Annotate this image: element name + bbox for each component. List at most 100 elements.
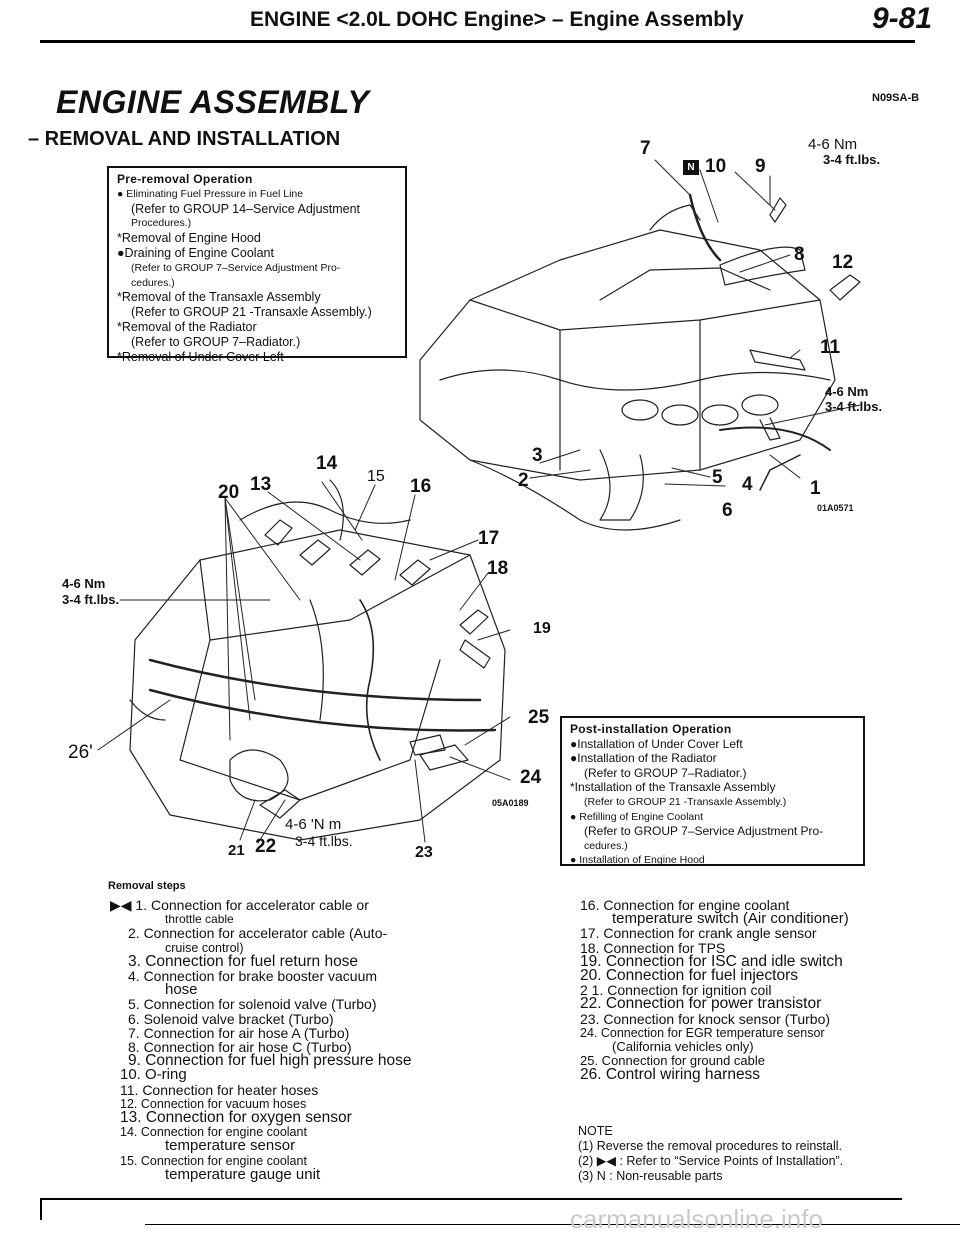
removal-step: 9. Connection for fuel high pressure hos…	[128, 1052, 412, 1070]
section-code: N09SA-B	[872, 92, 920, 104]
torque-bottom-ftlbs: 3-4 ft.lbs.	[295, 833, 353, 849]
pre-removal-line: cedures.)	[131, 276, 175, 289]
removal-steps-left: ▶◀ 1. Connection for accelerator cable o…	[110, 898, 540, 1182]
post-installation-line: ●Installation of Under Cover Left	[570, 736, 743, 751]
pre-removal-line: *Removal of Under Cover Left	[117, 349, 284, 364]
callout-20: 20	[218, 482, 240, 503]
callout-6: 6	[722, 500, 733, 521]
torque-left-ftlbs: 3-4 ft.lbs.	[62, 592, 120, 607]
callout-19: 19	[533, 620, 551, 637]
removal-step: 13. Connection for oxygen sensor	[120, 1109, 352, 1127]
torque-right-nm: 4-6 Nm	[825, 384, 869, 399]
torque-top-nm: 4-6 Nm	[808, 136, 858, 153]
callout-24: 24	[520, 767, 542, 788]
removal-step: 3. Connection for fuel return hose	[128, 952, 359, 970]
note-line: (1) Reverse the removal procedures to re…	[578, 1139, 843, 1153]
callout-18: 18	[487, 558, 509, 579]
removal-step: 2 1. Connection for ignition coil	[580, 982, 772, 999]
removal-steps-right: 16. Connection for engine coolant temper…	[580, 898, 920, 1083]
pre-removal-heading: Pre-removal Operation	[117, 172, 253, 186]
removal-step: 2. Connection for accelerator cable (Aut…	[128, 925, 388, 942]
removal-step: 20. Connection for fuel injectors	[580, 967, 798, 985]
removal-step: 14. Connection for engine coolant	[120, 1125, 307, 1140]
removal-step: 7. Connection for air hose A (Turbo)	[128, 1024, 350, 1041]
bottom-leader-lines	[97, 481, 511, 844]
callout-11: 11	[820, 337, 841, 358]
removal-step: 18. Connection for TPS	[580, 939, 726, 956]
post-installation-line: ● Refilling of Engine Coolant	[570, 810, 704, 823]
removal-step: 8. Connection for air hose C (Turbo)	[128, 1039, 352, 1056]
note: NOTE (1) Reverse the removal procedures …	[578, 1124, 843, 1184]
footer-rule-lower	[145, 1224, 960, 1225]
pre-removal-line: (Refer to GROUP 14–Service Adjustment	[131, 201, 361, 216]
callout-9: 9	[755, 156, 766, 177]
pre-removal-line: *Removal of Engine Hood	[117, 231, 261, 246]
callout-21: 21	[228, 842, 245, 859]
removal-step: 25. Connection for ground cable	[580, 1053, 766, 1069]
pre-removal-line: ●Draining of Engine Coolant	[117, 245, 274, 260]
pre-removal-line: (Refer to GROUP 21 -Transaxle Assembly.)	[131, 305, 372, 320]
callout-4: 4	[742, 474, 753, 495]
callout-2: 2	[518, 470, 529, 491]
pre-removal-line: (Refer to GROUP 7–Service Adjustment Pro…	[131, 261, 341, 274]
removal-step: 15. Connection for engine coolant	[120, 1153, 307, 1168]
post-installation-line: *Installation of the Transaxle Assembly	[570, 780, 776, 795]
subtitle: – REMOVAL AND INSTALLATION	[28, 128, 341, 150]
removal-step: 12. Connection for vacuum hoses	[120, 1096, 307, 1111]
pre-removal-line: *Removal of the Transaxle Assembly	[117, 290, 321, 305]
callout-3: 3	[532, 445, 543, 466]
removal-step: throttle cable	[165, 912, 234, 927]
removal-step: 4. Connection for brake booster vacuum	[128, 968, 378, 985]
removal-step: 19. Connection for ISC and idle switch	[580, 952, 843, 970]
pre-removal-box: Pre-removal Operation ● Eliminating Fuel…	[107, 166, 407, 364]
callout-12: 12	[832, 252, 854, 273]
page-number: 9-81	[872, 2, 933, 35]
removal-step: 16. Connection for engine coolant	[580, 897, 790, 913]
removal-step: temperature switch (Air conditioner)	[612, 910, 849, 928]
top-leader-lines	[529, 159, 861, 487]
post-installation-heading: Post-installation Operation	[570, 722, 732, 736]
pre-removal-line: (Refer to GROUP 7–Radiator.)	[131, 334, 301, 349]
torque-top-ftlbs: 3-4 ft.lbs.	[823, 152, 881, 167]
note-line: (2) ▶◀ : Refer to “Service Points of Ins…	[578, 1154, 844, 1168]
removal-step: 23. Connection for knock sensor (Turbo)	[580, 1010, 831, 1027]
callout-7: 7	[640, 138, 651, 159]
removal-step: cruise control)	[165, 940, 244, 955]
callout-23: 23	[415, 844, 433, 861]
note-line: (3) N : Non-reusable parts	[578, 1169, 723, 1183]
post-installation-line: ● Installation of Engine Hood	[570, 854, 705, 867]
removal-step: ▶◀ 1. Connection for accelerator cable o…	[110, 897, 369, 913]
callout-15: 15	[367, 468, 385, 485]
callout-25: 25	[528, 707, 550, 728]
header-rule	[40, 40, 915, 43]
removal-step: 22. Connection for power transistor	[580, 995, 822, 1013]
torque-bottom-nm: 4-6 'N m	[285, 816, 342, 833]
post-installation-line: (Refer to GROUP 21 -Transaxle Assembly.)	[584, 795, 787, 808]
callout-13: 13	[250, 474, 272, 495]
removal-step: 24. Connection for EGR temperature senso…	[580, 1025, 825, 1040]
header-title: ENGINE <2.0L DOHC Engine> – Engine Assem…	[250, 8, 744, 31]
pre-removal-line: Procedures.)	[131, 217, 192, 230]
post-installation-box: Post-installation Operation ●Installatio…	[560, 716, 865, 866]
callout-10: 10	[705, 156, 727, 177]
callout-14: 14	[316, 453, 338, 474]
removal-step: (California vehicles only)	[612, 1039, 754, 1055]
pre-removal-line: *Removal of the Radiator	[117, 319, 257, 334]
post-installation-line: (Refer to GROUP 7–Radiator.)	[584, 765, 747, 780]
callout-22: 22	[255, 836, 277, 857]
removal-step: 26. Control wiring harness	[580, 1066, 761, 1084]
callout-5: 5	[712, 467, 723, 488]
engine-bottom-drawing	[129, 479, 506, 841]
note-heading: NOTE	[578, 1124, 613, 1138]
engine-top-drawing	[419, 193, 861, 531]
removal-steps-heading: Removal steps	[108, 880, 186, 892]
post-installation-line: ●Installation of the Radiator	[570, 751, 717, 766]
callout-8: 8	[794, 244, 805, 265]
callout-16: 16	[410, 476, 432, 497]
post-installation-line: cedures.)	[584, 839, 628, 852]
removal-step: 6. Solenoid valve bracket (Turbo)	[128, 1010, 334, 1027]
non-reusable-icon: N	[683, 160, 699, 175]
callout-1: 1	[810, 478, 821, 499]
footer-rule	[40, 1198, 902, 1200]
